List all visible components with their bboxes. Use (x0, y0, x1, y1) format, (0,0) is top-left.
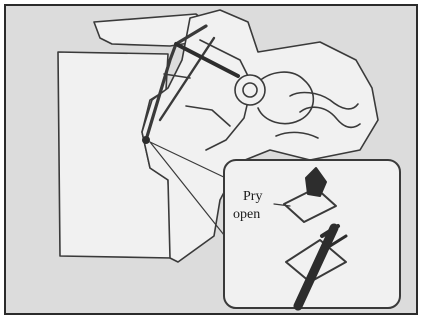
round-component (235, 75, 265, 105)
callout-label-pry: Pry (243, 189, 262, 205)
callout-label-open: open (233, 207, 260, 223)
tool-tip (142, 136, 150, 144)
inset-detail (224, 160, 400, 308)
